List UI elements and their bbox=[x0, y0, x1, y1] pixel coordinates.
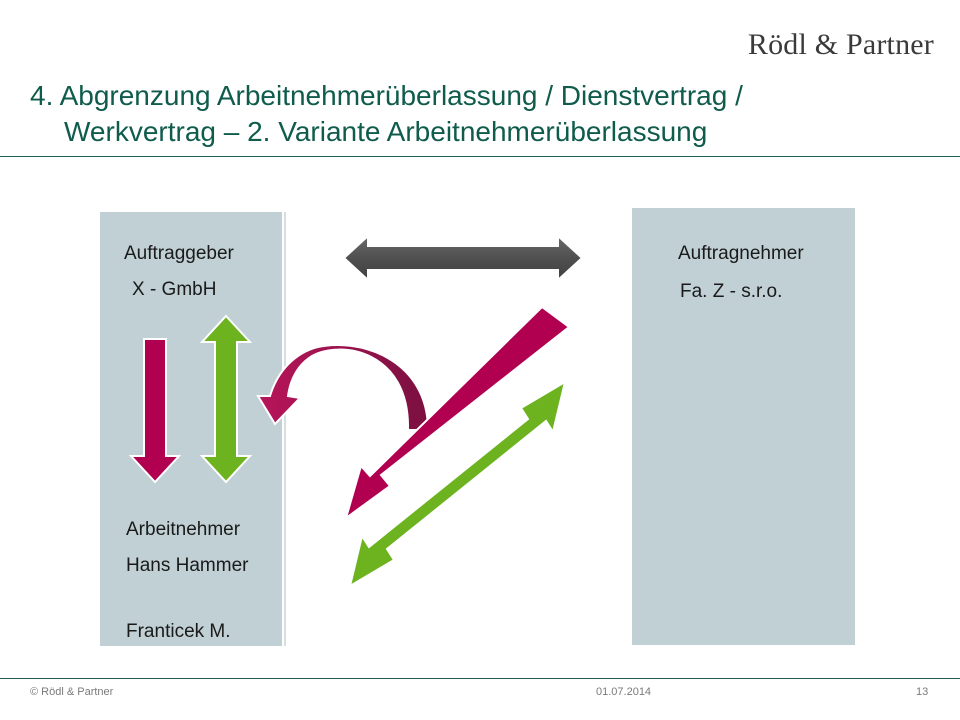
contract-double-arrow bbox=[342, 233, 584, 283]
footer-date: 01.07.2014 bbox=[596, 686, 652, 698]
contractor-label: Auftragnehmer bbox=[678, 243, 804, 264]
worker-name-1: Hans Hammer bbox=[126, 555, 249, 576]
client-panel-edge bbox=[284, 212, 286, 646]
title-line-2: Werkvertrag – 2. Variante Arbeitnehmerüb… bbox=[64, 116, 708, 147]
title-line-1: 4. Abgrenzung Arbeitnehmerüberlassung / … bbox=[30, 80, 743, 111]
header-divider bbox=[0, 156, 960, 157]
curved-transfer-arrow bbox=[256, 344, 430, 431]
contractor-company: Fa. Z - s.r.o. bbox=[680, 281, 783, 302]
worker-label: Arbeitnehmer bbox=[126, 519, 241, 540]
company-logo: Rödl & Partner bbox=[747, 28, 934, 61]
footer-page-number: 13 bbox=[916, 686, 929, 698]
client-label: Auftraggeber bbox=[124, 243, 234, 264]
contractor-panel bbox=[632, 208, 855, 645]
diagonal-instruction-arrow bbox=[344, 305, 571, 521]
employment-double-arrow bbox=[199, 314, 253, 484]
client-company: X - GmbH bbox=[132, 279, 217, 300]
footer-divider bbox=[0, 678, 960, 679]
worker-name-2: Franticek M. bbox=[126, 621, 231, 642]
slide-title: 4. Abgrenzung Arbeitnehmerüberlassung / … bbox=[30, 78, 910, 150]
client-panel bbox=[100, 212, 282, 646]
footer-copyright: © Rödl & Partner bbox=[30, 686, 114, 698]
diagonal-double-arrow bbox=[348, 379, 567, 589]
instruction-down-arrow bbox=[128, 338, 182, 484]
